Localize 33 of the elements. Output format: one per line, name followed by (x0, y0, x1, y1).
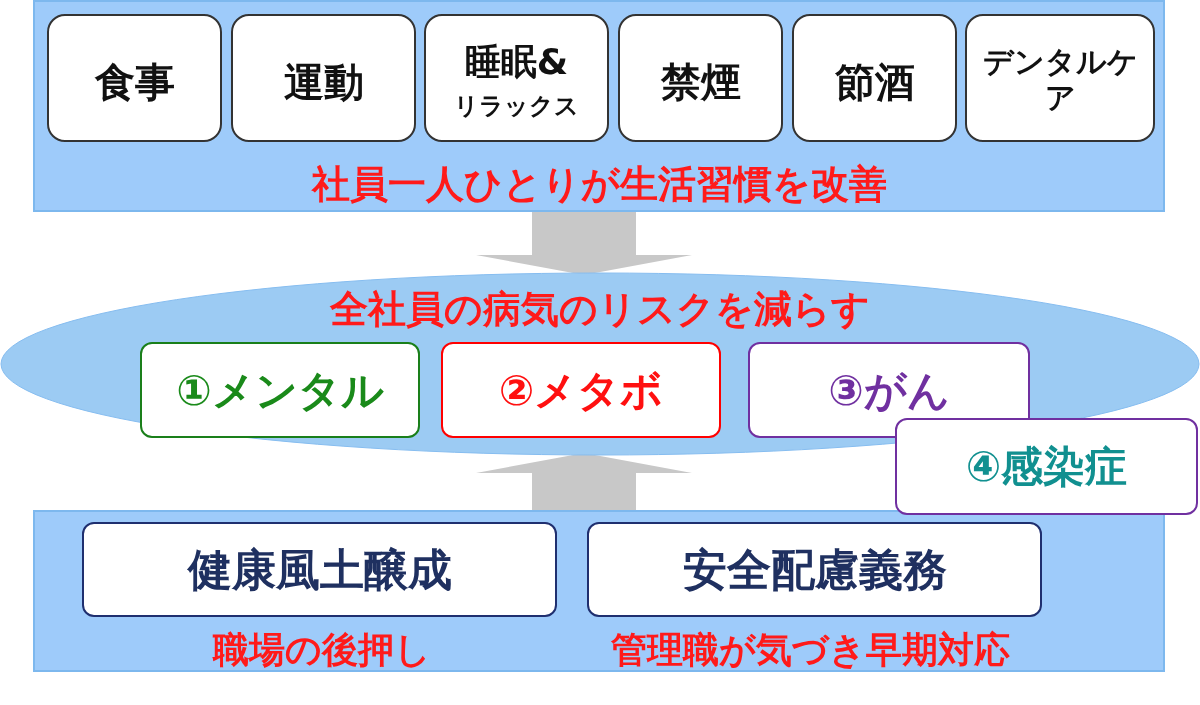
box-text: ②メタボ (497, 370, 665, 412)
habit-box (231, 14, 416, 142)
block-arrow (476, 212, 692, 275)
disease-box (140, 342, 420, 438)
disease-box (748, 342, 1030, 438)
habit-box (618, 14, 783, 142)
box-text: 禁煙 (659, 58, 742, 106)
caption-text: 管理職が気づき早期対応 (609, 632, 1011, 668)
box-text: 健康風土醸成 (186, 548, 453, 592)
heading-text: 社員一人ひとりが生活習慣を改善 (310, 165, 888, 203)
box-text: 運動 (282, 58, 365, 106)
disease-box (895, 418, 1198, 515)
box-text: リラックス (453, 94, 580, 118)
box-text: ③がん (827, 370, 951, 412)
box-text: 安全配慮義務 (681, 548, 948, 592)
box-text: 節酒 (833, 58, 916, 106)
heading-text: 全社員の病気のリスクを減らす (329, 290, 871, 328)
policy-box (587, 522, 1042, 617)
box-text: 食事 (93, 58, 176, 106)
box-text: ①メンタル (175, 370, 385, 412)
habit-box (424, 14, 609, 142)
caption-text: 職場の後押し (211, 632, 432, 668)
policy-box (82, 522, 557, 617)
habit-box (965, 14, 1155, 142)
habit-box (47, 14, 222, 142)
panel (33, 510, 1165, 672)
block-arrow (476, 453, 692, 510)
habit-box (792, 14, 957, 142)
disease-box (441, 342, 721, 438)
box-text: 睡眠& (463, 44, 570, 80)
panel (33, 0, 1165, 212)
box-text: ④感染症 (964, 446, 1129, 488)
box-text: デンタルケア (981, 44, 1139, 116)
